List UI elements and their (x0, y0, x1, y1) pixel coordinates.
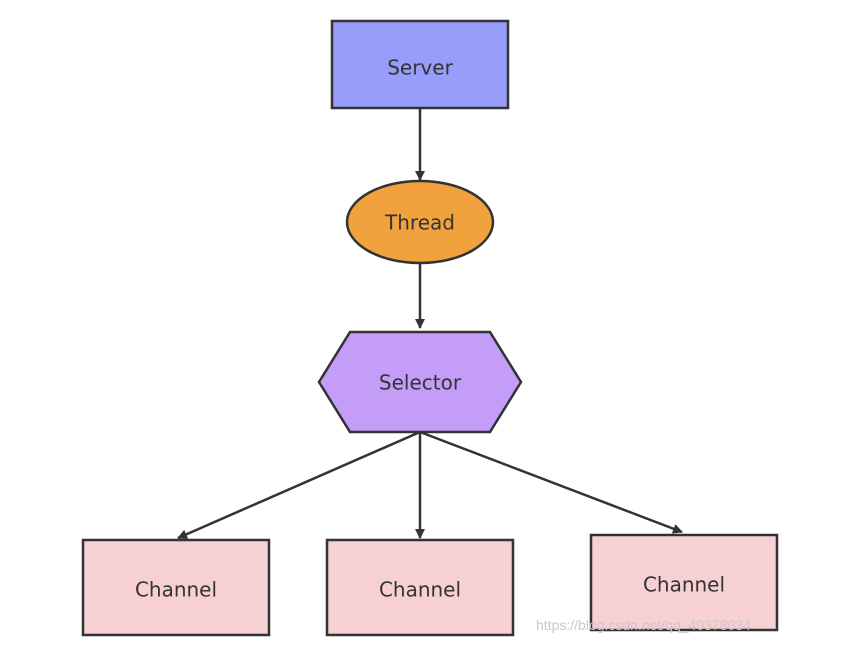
thread-ellipse (345, 179, 495, 265)
edge-selector-channel-1 (177, 430, 421, 540)
thread-node: Thread (345, 179, 495, 265)
channel-node-1: Channel (81, 538, 271, 637)
server-node: Server (330, 19, 510, 110)
edge-selector-channel-3 (419, 430, 683, 534)
selector-hexagon (317, 330, 523, 434)
watermark-text: https://blog.csdn.net/qq_40378034 (536, 617, 751, 633)
channel-node-2: Channel (325, 538, 515, 637)
server-box (330, 19, 510, 110)
channel-label-2: Channel (379, 578, 461, 602)
channel-label-1: Channel (135, 578, 217, 602)
selector-node: Selector (317, 330, 523, 434)
channel-node-3: Channel (589, 533, 779, 632)
server-label: Server (387, 56, 453, 80)
channel-box-1 (81, 538, 271, 637)
thread-label: Thread (384, 211, 455, 235)
channel-box-3 (589, 533, 779, 632)
channel-label-3: Channel (643, 573, 725, 597)
channel-box-2 (325, 538, 515, 637)
selector-label: Selector (379, 371, 462, 395)
